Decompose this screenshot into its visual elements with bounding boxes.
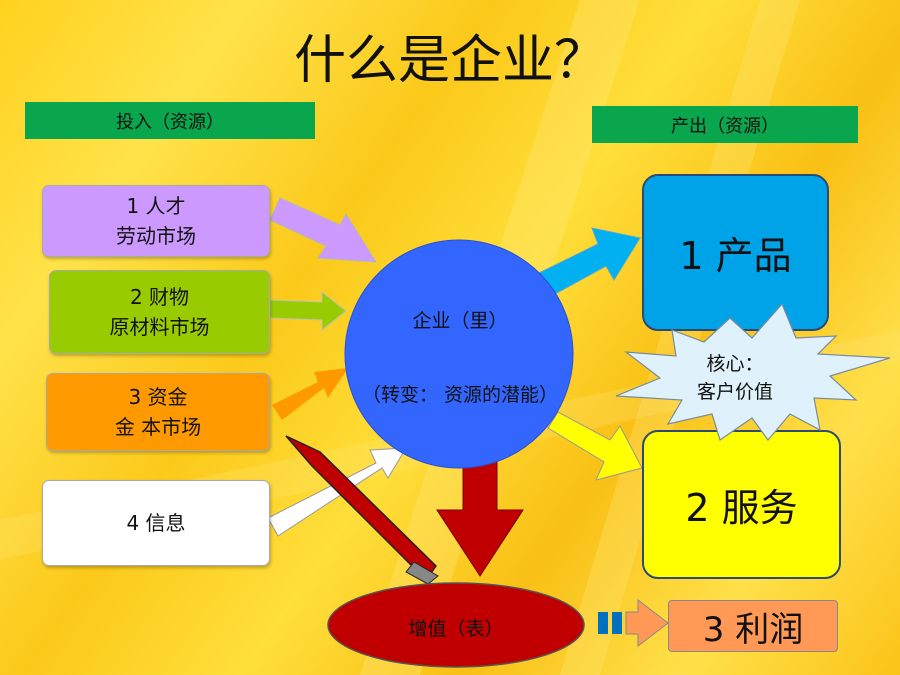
arrow-capital — [272, 368, 348, 420]
core-line1: 核心： — [706, 353, 764, 375]
output-banner: 产出（资源） — [592, 106, 858, 143]
output-service-box: 2 服务 — [642, 430, 841, 579]
value-added-ellipse — [327, 582, 585, 668]
input-talent-box: 1 人才 劳动市场 — [42, 185, 270, 257]
value-added-label: 增值（表） — [408, 618, 504, 640]
page-title: 什么是企业？ — [293, 31, 606, 91]
input-talent-line1: 1 人才 — [126, 194, 186, 218]
input-information-line1: 4 信息 — [126, 511, 186, 535]
input-materials-line1: 2 财物 — [129, 285, 190, 309]
enterprise-label: 企业（里） — [412, 310, 508, 332]
input-talent-line2: 劳动市场 — [116, 224, 196, 248]
arrow-materials — [269, 290, 347, 332]
core-line2: 客户价值 — [696, 381, 773, 403]
profit-arrow — [625, 598, 669, 648]
input-materials-box: 2 财物 原材料市场 — [49, 270, 270, 354]
enterprise-sub: （转变： 资源的潜能） — [361, 384, 559, 406]
input-materials-line2: 原材料市场 — [109, 315, 210, 339]
input-information-box: 4 信息 — [42, 480, 270, 566]
enterprise-circle — [344, 239, 574, 469]
input-banner: 投入（资源） — [25, 102, 315, 139]
output-product-box: 1 产品 — [642, 174, 829, 331]
profit-arrow-tail-b — [612, 612, 622, 634]
input-capital-line2: 金 本市场 — [114, 415, 202, 439]
arrow-talent — [269, 197, 377, 263]
input-capital-line1: 3 资金 — [128, 385, 188, 409]
profit-arrow-tail-a — [598, 612, 608, 634]
arrow-to-value — [436, 461, 524, 577]
input-capital-box: 3 资金 金 本市场 — [46, 373, 270, 451]
core-value-text: 核心： 客户价值 — [680, 350, 790, 406]
output-profit-box: 3 利润 — [668, 600, 838, 652]
